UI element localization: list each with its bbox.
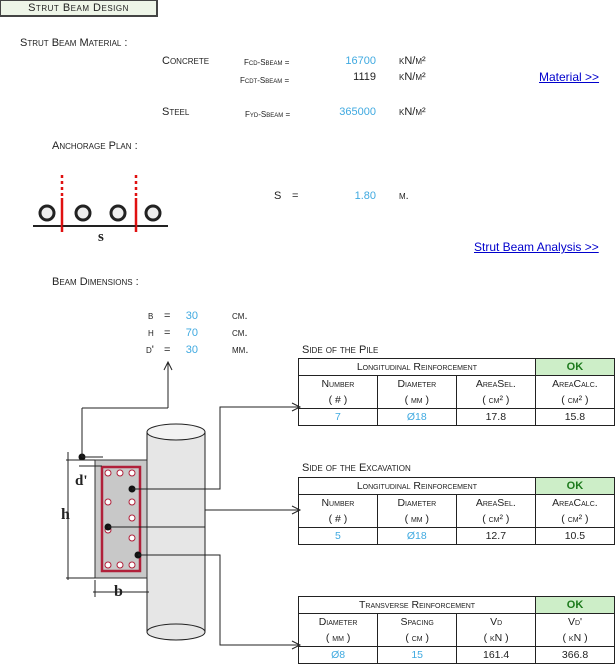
transverse-unit-spacing: ( cm ) xyxy=(377,630,458,647)
pile-unit-number: ( # ) xyxy=(298,392,378,409)
concrete-label: Concrete xyxy=(162,55,210,67)
transverse-unit-vd-prime: ( kN ) xyxy=(535,630,615,647)
transverse-header-diameter: Diameter xyxy=(297,613,379,630)
anchorage-diagram xyxy=(33,175,168,232)
transverse-vd-value: 161.4 xyxy=(456,646,537,664)
pile-unit-diameter: ( mm ) xyxy=(376,392,457,409)
dimension-lines xyxy=(66,360,173,597)
b-unit: cm. xyxy=(232,310,248,322)
strut-beam-analysis-link[interactable]: Strut Beam Analysis >> xyxy=(474,240,599,254)
fcd-unit: kN/m² xyxy=(399,55,426,67)
beam-section xyxy=(78,453,148,579)
b-equals: = xyxy=(164,310,171,322)
pile-side-table: Longitudinal Reinforcement OK Number Dia… xyxy=(298,358,616,426)
excavation-header-areasel: AreaSel. xyxy=(455,494,536,511)
s-unit: m. xyxy=(399,190,409,202)
pile-diameter-input[interactable]: Ø18 xyxy=(376,408,457,426)
h-unit: cm. xyxy=(232,327,248,339)
transverse-header-spacing: Spacing xyxy=(377,613,458,630)
transverse-unit-diameter: ( mm ) xyxy=(297,630,379,647)
pile-header-areasel: AreaSel. xyxy=(455,375,536,392)
excavation-side-caption: Side of the Excavation xyxy=(302,462,411,474)
s-value[interactable]: 1.80 xyxy=(354,190,376,202)
transverse-group-header: Transverse Reinforcement xyxy=(297,596,537,614)
pile-header-number: Number xyxy=(298,375,378,392)
pile-header-diameter: Diameter xyxy=(376,375,457,392)
pile-areacalc-value: 15.8 xyxy=(534,408,616,426)
excavation-header-diameter: Diameter xyxy=(376,494,457,511)
fcdt-unit: kN/m² xyxy=(399,71,426,83)
excavation-number-input[interactable]: 5 xyxy=(298,527,378,545)
pile-status-badge: OK xyxy=(534,358,616,376)
s-label: S xyxy=(274,190,282,202)
excavation-group-header: Longitudinal Reinforcement xyxy=(298,477,536,495)
fyd-unit: kN/m² xyxy=(399,106,426,118)
transverse-table: Transverse Reinforcement OK Diameter Spa… xyxy=(297,596,615,664)
diagram-h-label: h xyxy=(61,506,70,523)
pile-areasel-value: 17.8 xyxy=(455,408,536,426)
h-label: h xyxy=(148,327,154,339)
s-equals: = xyxy=(292,190,299,202)
diagram-b-label: b xyxy=(114,583,123,600)
fcdt-value: 1119 xyxy=(353,71,376,83)
excavation-header-number: Number xyxy=(298,494,378,511)
transverse-unit-vd: ( kN ) xyxy=(456,630,537,647)
fcd-value[interactable]: 16700 xyxy=(345,55,376,67)
fyd-label: Fyd-Sbeam = xyxy=(245,110,291,119)
transverse-vd-prime-value: 366.8 xyxy=(535,646,615,664)
pile-unit-areacalc: ( cm² ) xyxy=(534,392,616,409)
page-title-tab[interactable]: Strut Beam Design xyxy=(0,0,158,17)
pile-number-input[interactable]: 7 xyxy=(298,408,378,426)
transverse-spacing-input[interactable]: 15 xyxy=(377,646,458,664)
fcd-label: Fcd-Sbeam = xyxy=(244,58,290,67)
transverse-header-vd: Vd xyxy=(456,613,537,630)
d-unit: mm. xyxy=(232,344,249,356)
excavation-unit-areacalc: ( cm² ) xyxy=(534,511,616,528)
anchorage-heading: Anchorage Plan : xyxy=(52,140,138,152)
transverse-diameter-input[interactable]: Ø8 xyxy=(297,646,379,664)
material-link[interactable]: Material >> xyxy=(539,70,600,84)
fcdt-label: Fcdt-Sbeam = xyxy=(240,76,290,85)
leader-arrows xyxy=(108,402,302,650)
d-value[interactable]: 30 xyxy=(185,344,198,356)
transverse-header-vd-prime: Vd' xyxy=(535,613,615,630)
pile-cylinder xyxy=(146,423,206,641)
d-label: d' xyxy=(146,344,154,356)
excavation-header-areacalc: AreaCalc. xyxy=(534,494,616,511)
pile-group-header: Longitudinal Reinforcement xyxy=(298,358,536,376)
diagram-s-label: s xyxy=(98,229,104,245)
b-value[interactable]: 30 xyxy=(185,310,198,322)
material-heading: Strut Beam Material : xyxy=(20,37,128,49)
fyd-value[interactable]: 365000 xyxy=(339,106,376,118)
b-label: b xyxy=(148,310,154,322)
excavation-diameter-input[interactable]: Ø18 xyxy=(376,527,457,545)
excavation-unit-diameter: ( mm ) xyxy=(376,511,457,528)
excavation-areasel-value: 12.7 xyxy=(455,527,536,545)
h-value[interactable]: 70 xyxy=(185,327,198,339)
d-equals: = xyxy=(164,344,171,356)
beam-dimensions-heading: Beam Dimensions : xyxy=(52,276,139,288)
excavation-unit-number: ( # ) xyxy=(298,511,378,528)
pile-header-areacalc: AreaCalc. xyxy=(534,375,616,392)
transverse-status-badge: OK xyxy=(535,596,615,614)
excavation-unit-areasel: ( cm² ) xyxy=(455,511,536,528)
diagram-d-label: d' xyxy=(75,473,88,489)
excavation-status-badge: OK xyxy=(534,477,616,495)
excavation-side-table: Longitudinal Reinforcement OK Number Dia… xyxy=(298,477,616,545)
steel-label: Steel xyxy=(162,106,190,118)
h-equals: = xyxy=(164,327,171,339)
excavation-areacalc-value: 10.5 xyxy=(534,527,616,545)
pile-unit-areasel: ( cm² ) xyxy=(455,392,536,409)
pile-side-caption: Side of the Pile xyxy=(302,344,379,356)
